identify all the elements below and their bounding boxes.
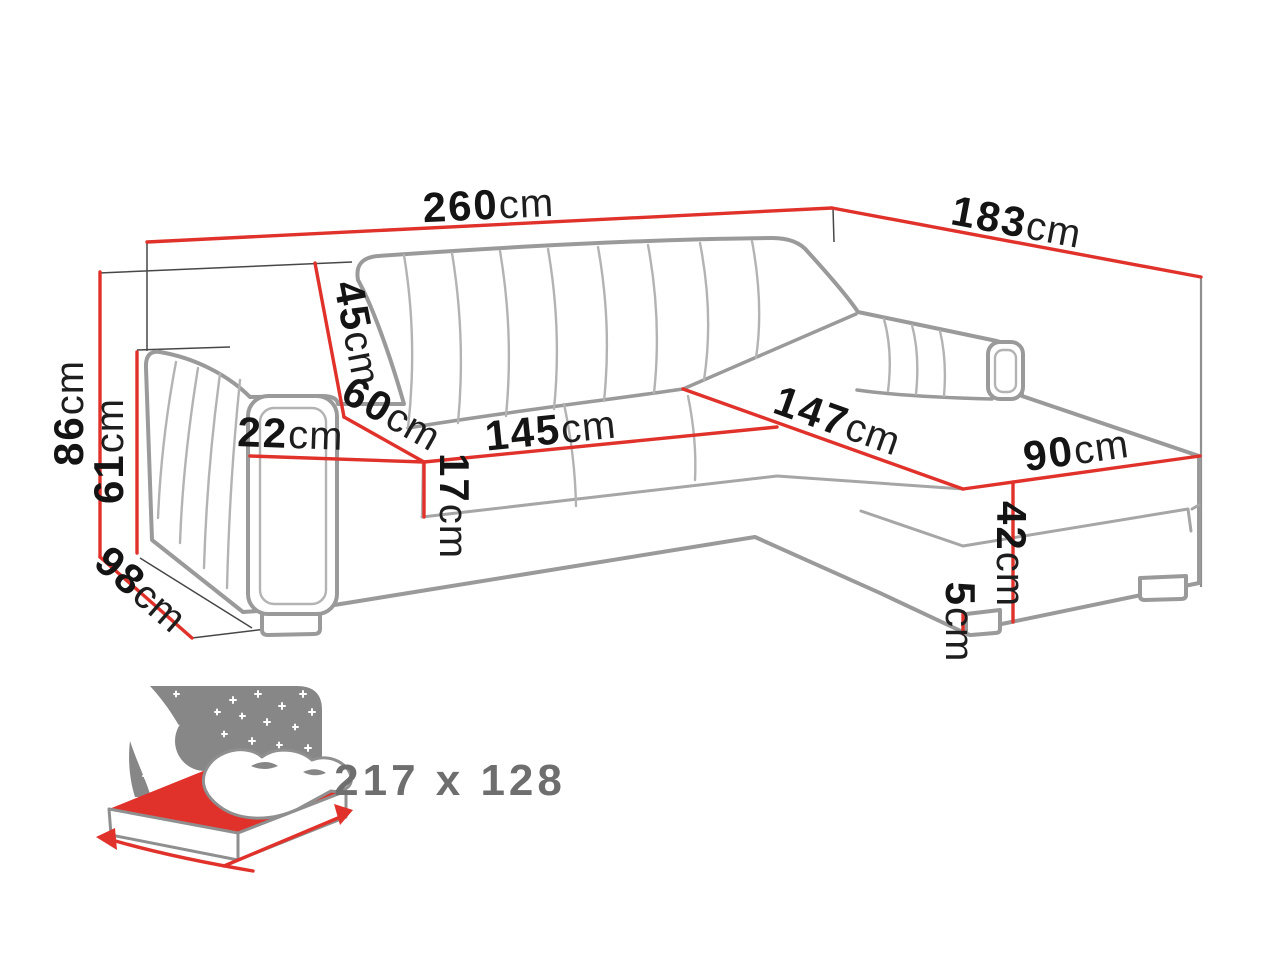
line-total-width [145, 206, 834, 244]
bed-blanket [201, 748, 353, 820]
night-sky-sliver [129, 741, 151, 797]
backrest-seams [402, 239, 761, 430]
label-seat-width: 145cm [483, 400, 618, 460]
line-chaise-width [961, 454, 1202, 491]
line-backrest-height [313, 261, 346, 419]
label-leg-height: 5cm [937, 582, 984, 663]
dimension-lines [98, 206, 1203, 640]
line-armrest-width [248, 454, 426, 464]
line-total-depth [98, 555, 194, 640]
label-total-width: 260cm [422, 178, 556, 231]
line-side-depth [830, 206, 1203, 279]
backrest-bottom-seam [406, 312, 858, 430]
label-seat-height: 42cm [988, 501, 1035, 607]
right-armrest-cap [986, 340, 1025, 401]
chaise-seams [859, 503, 1201, 548]
left-armrest [156, 360, 339, 616]
label-side-depth: 183cm [948, 187, 1086, 257]
line-seat-width [422, 425, 779, 464]
sleeping-area-icon: 217 x 128 [96, 686, 566, 873]
bed-dimension-arrows [96, 804, 353, 873]
right-armrest [855, 317, 1025, 401]
label-armrest-height: 61cm [85, 398, 132, 504]
label-chaise-width: 90cm [1020, 419, 1132, 480]
left-armrest-cap [246, 394, 339, 616]
label-total-height: 86cm [45, 360, 92, 466]
label-backrest-height: 45cm [325, 277, 391, 390]
sleeping-area-size: 217 x 128 [334, 756, 566, 805]
sofa-drawing [143, 236, 1201, 637]
line-seat-depth [342, 415, 426, 464]
line-chaise-length [681, 387, 965, 491]
label-cushion-height: 17cm [431, 453, 478, 559]
label-armrest-width: 22cm [237, 408, 345, 459]
